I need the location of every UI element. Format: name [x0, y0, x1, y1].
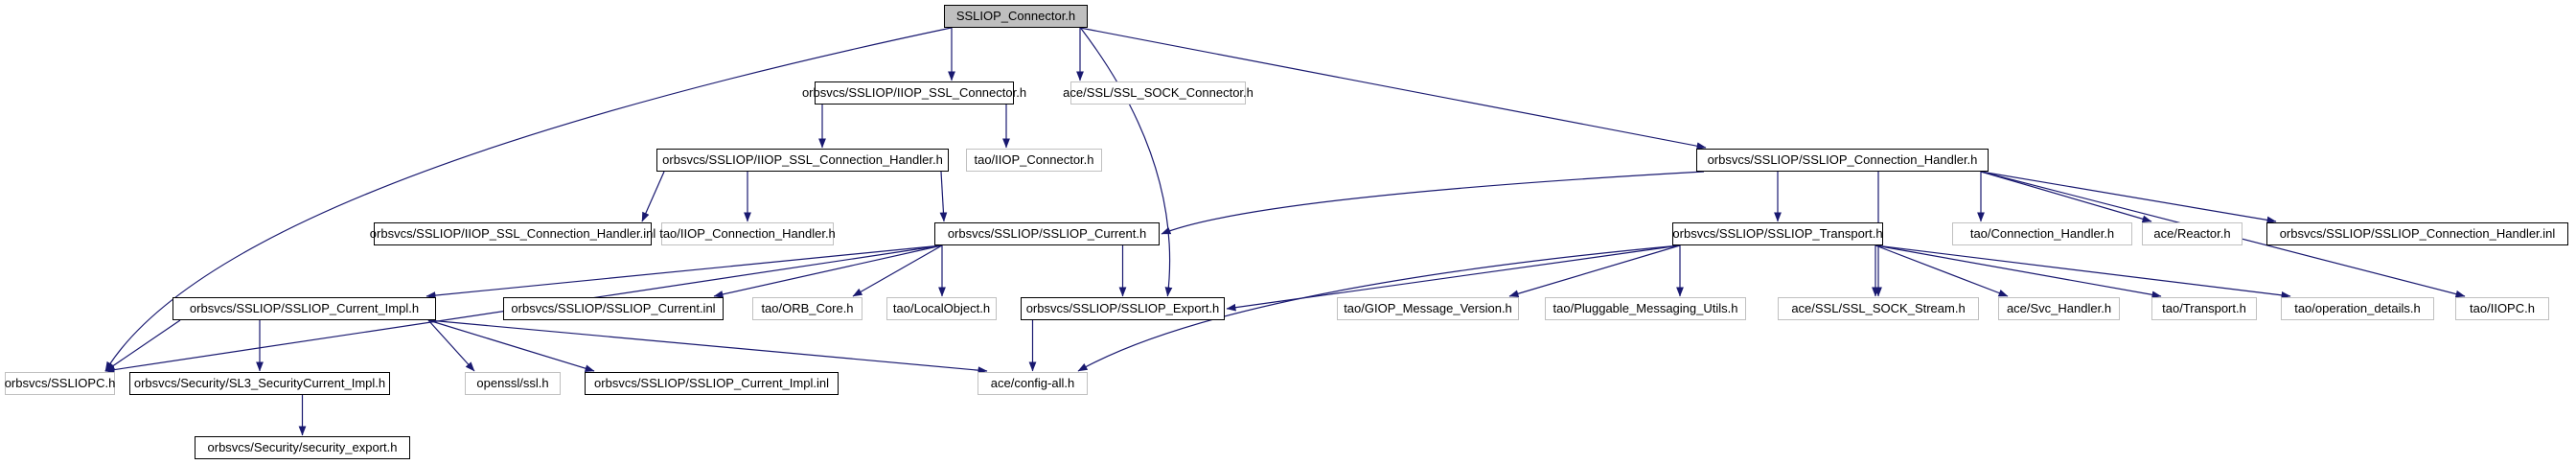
include-edge-root-to-ssliop_ch: [1079, 27, 1707, 151]
graph-node-ssliop_export[interactable]: orbsvcs/SSLIOP/SSLIOP_Export.h: [1021, 297, 1225, 320]
graph-node-local_object: tao/LocalObject.h: [886, 297, 997, 320]
include-edge-ssliop_ch-to-ssliop_current: [1161, 171, 1705, 235]
graph-node-ssliopc: orbsvcs/SSLIOPC.h: [5, 372, 115, 395]
include-edge-current_impl-to-current_impl_inl: [427, 319, 595, 372]
graph-node-svc_handler: ace/Svc_Handler.h: [1998, 297, 2120, 320]
include-edge-root-to-ssliopc: [104, 27, 952, 372]
include-edge-ssliop_current-to-current_inl: [713, 244, 943, 298]
include-edge-ssliop_transport-to-svc_handler: [1874, 244, 2009, 297]
graph-node-current_inl[interactable]: orbsvcs/SSLIOP/SSLIOP_Current.inl: [503, 297, 724, 320]
graph-node-sec_export[interactable]: orbsvcs/Security/security_export.h: [195, 436, 410, 459]
graph-node-iiop_connector: tao/IIOP_Connector.h: [966, 149, 1102, 172]
graph-node-giop_mv: tao/GIOP_Message_Version.h: [1337, 297, 1519, 320]
include-edge-current_impl-to-ssliopc: [104, 319, 181, 372]
graph-node-openssl: openssl/ssl.h: [465, 372, 561, 395]
include-edge-ssliop_transport-to-tao_transport: [1874, 244, 2162, 299]
include-edge-root-to-ssliop_export: [1080, 27, 1173, 297]
graph-node-pmu: tao/Pluggable_Messaging_Utils.h: [1545, 297, 1746, 320]
graph-node-iiop_ssl_ch[interactable]: orbsvcs/SSLIOP/IIOP_SSL_Connection_Handl…: [656, 149, 949, 172]
graph-node-iiop_ssl_conn[interactable]: orbsvcs/SSLIOP/IIOP_SSL_Connector.h: [802, 81, 1026, 105]
include-edge-ssliop_ch-to-ssliop_ch_inl: [1980, 171, 2277, 224]
include-edge-iiop_ssl_ch-to-iiop_ssl_ch_inl: [641, 171, 665, 222]
include-edge-ssliop_current-to-current_impl: [426, 244, 943, 299]
include-edge-ssliop_current-to-orb_core: [852, 244, 943, 297]
graph-node-tao_transport: tao/Transport.h: [2151, 297, 2257, 320]
graph-node-sl3[interactable]: orbsvcs/Security/SL3_SecurityCurrent_Imp…: [129, 372, 390, 395]
include-edge-current_impl-to-openssl: [427, 319, 475, 372]
include-edge-ssliop_transport-to-op_details: [1874, 244, 2291, 299]
graph-node-ssliop_ch[interactable]: orbsvcs/SSLIOP/SSLIOP_Connection_Handler…: [1696, 149, 1989, 172]
include-edge-current_impl-to-config_all: [427, 319, 988, 375]
include-edge-ssliop_transport-to-giop_mv: [1508, 244, 1681, 298]
include-edge-ssliop_ch-to-ace_reactor: [1980, 171, 2152, 223]
graph-node-ssliop_transport[interactable]: orbsvcs/SSLIOP/SSLIOP_Transport.h: [1672, 222, 1883, 245]
graph-node-ssl_sock_conn: ace/SSL/SSL_SOCK_Connector.h: [1063, 81, 1254, 105]
graph-node-ace_reactor: ace/Reactor.h: [2142, 222, 2242, 245]
graph-node-ssliop_ch_inl[interactable]: orbsvcs/SSLIOP/SSLIOP_Connection_Handler…: [2266, 222, 2568, 245]
graph-node-ssliop_current[interactable]: orbsvcs/SSLIOP/SSLIOP_Current.h: [934, 222, 1160, 245]
graph-node-op_details: tao/operation_details.h: [2281, 297, 2434, 320]
graph-node-current_impl_inl[interactable]: orbsvcs/SSLIOP/SSLIOP_Current_Impl.inl: [585, 372, 839, 395]
graph-node-root: SSLIOP_Connector.h: [944, 5, 1088, 28]
include-edge-ssliop_transport-to-config_all: [1077, 244, 1681, 372]
graph-node-ssl_sock_stream: ace/SSL/SSL_SOCK_Stream.h: [1778, 297, 1979, 320]
graph-node-iiopc: tao/IIOPC.h: [2455, 297, 2549, 320]
include-edge-iiop_ssl_ch-to-ssliop_current: [939, 171, 948, 222]
graph-node-orb_core: tao/ORB_Core.h: [752, 297, 862, 320]
graph-node-current_impl[interactable]: orbsvcs/SSLIOP/SSLIOP_Current_Impl.h: [172, 297, 436, 320]
graph-node-iiop_ssl_ch_inl[interactable]: orbsvcs/SSLIOP/IIOP_SSL_Connection_Handl…: [370, 222, 656, 245]
graph-node-config_all: ace/config-all.h: [978, 372, 1088, 395]
graph-node-iiop_conn_handler: tao/IIOP_Connection_Handler.h: [659, 222, 836, 245]
graph-node-tao_conn_handler: tao/Connection_Handler.h: [1952, 222, 2132, 245]
